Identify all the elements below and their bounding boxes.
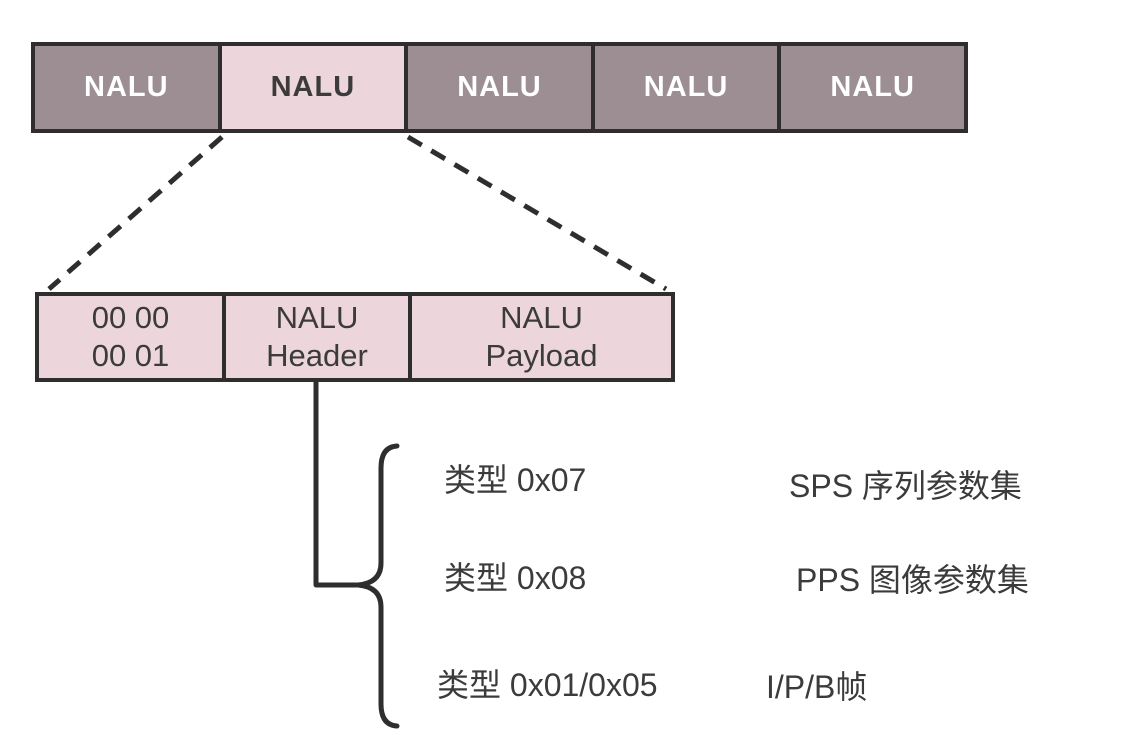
nalu-payload-cell: NALU Payload bbox=[412, 296, 671, 378]
brace-icon bbox=[357, 443, 400, 729]
expand-dashed-line-left bbox=[47, 135, 224, 291]
nalu-payload-line1: NALU bbox=[500, 300, 583, 336]
type-0x08-label: 类型 0x08 bbox=[444, 560, 587, 596]
start-code-cell: 00 00 00 01 bbox=[39, 296, 226, 378]
nalu-unit-5: NALU bbox=[781, 46, 964, 129]
nalu-unit-4: NALU bbox=[594, 46, 782, 129]
nalu-header-cell: NALU Header bbox=[226, 296, 412, 378]
nalu-unit-2-highlighted: NALU bbox=[221, 46, 409, 129]
nalu-unit-1: NALU bbox=[35, 46, 222, 129]
type-0x08-meaning: PPS 图像参数集 bbox=[796, 562, 1029, 598]
type-0x01-0x05-meaning: I/P/B帧 bbox=[766, 669, 868, 705]
type-0x07-meaning: SPS 序列参数集 bbox=[789, 468, 1022, 504]
start-code-line2: 00 01 bbox=[91, 338, 170, 373]
nalu-unit-label: NALU bbox=[643, 71, 729, 103]
nalu-header-line2: Header bbox=[266, 338, 368, 373]
start-code-line1: 00 00 bbox=[91, 300, 170, 336]
nalu-payload-line2: Payload bbox=[485, 338, 598, 373]
type-0x01-0x05-label: 类型 0x01/0x05 bbox=[437, 667, 658, 703]
nalu-unit-label: NALU bbox=[457, 71, 542, 103]
type-0x07-label: 类型 0x07 bbox=[444, 462, 587, 498]
nalu-structure-box: 00 00 00 01 NALU Header NALU Payload bbox=[35, 292, 675, 382]
nalu-unit-label: NALU bbox=[84, 71, 169, 103]
nalu-unit-3: NALU bbox=[408, 46, 595, 129]
expand-dashed-line-right bbox=[406, 134, 668, 292]
header-connector-line bbox=[313, 379, 360, 588]
nalu-header-line1: NALU bbox=[275, 300, 359, 336]
nalu-stream-row: NALU NALU NALU NALU NALU bbox=[31, 42, 968, 133]
nalu-unit-label: NALU bbox=[830, 71, 915, 103]
nalu-unit-label: NALU bbox=[270, 71, 356, 103]
